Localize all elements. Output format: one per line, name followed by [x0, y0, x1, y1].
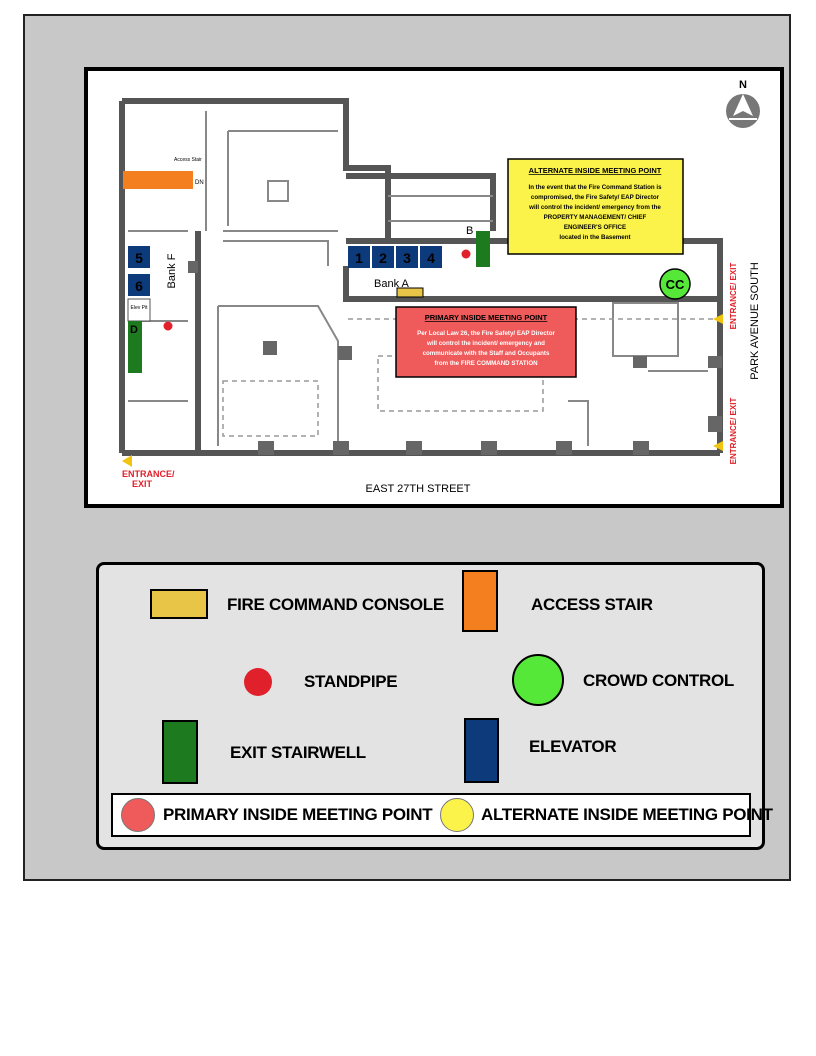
elevator-6-label: 6 [135, 278, 143, 294]
alternate-box-line-1: In the event that the Fire Command Stati… [528, 184, 662, 191]
legend-alternate-meeting-swatch [440, 798, 474, 832]
legend-crowd-control-swatch [512, 654, 564, 706]
legend-primary-meeting-label: PRIMARY INSIDE MEETING POINT [163, 805, 433, 824]
primary-box-line-2: will control the incident/ emergency and [426, 340, 545, 347]
elevator-2-label: 2 [379, 250, 387, 266]
legend-elevator-label: ELEVATOR [529, 737, 617, 756]
standpipe-stair-b [461, 249, 471, 259]
elevator-5-label: 5 [135, 250, 143, 266]
access-stair-label: Access Stair [174, 157, 202, 163]
dn-label-access: DN [195, 180, 204, 186]
legend-standpipe-label: STANDPIPE [304, 672, 398, 691]
alternate-box-line-2: compromised, the Fire Safety/ EAP Direct… [531, 194, 660, 201]
alternate-box-line-5: ENGINEER'S OFFICE [564, 224, 626, 231]
legend-primary-meeting-swatch [121, 798, 155, 832]
evacuation-plan-panel: N Access Stair DN 1 2 3 4 Bank A [23, 14, 791, 881]
entrance-arrow-icon [122, 455, 132, 467]
street-right-label: PARK AVENUE SOUTH [749, 262, 761, 380]
entrance-arrow-icon [713, 314, 723, 324]
elevator-3 [396, 246, 418, 268]
building-walls [119, 98, 723, 456]
standpipe-bank-f [163, 321, 173, 331]
interior-walls [128, 111, 708, 446]
access-stair [123, 171, 193, 189]
legend-alternate-meeting-label: ALTERNATE INSIDE MEETING POINT [481, 805, 773, 824]
entrance-arrow-icon [713, 441, 723, 451]
primary-meeting-box: PRIMARY INSIDE MEETING POINT Per Local L… [395, 306, 577, 378]
elevator-bank-a: 1 2 3 4 [348, 246, 442, 268]
elevator-4-label: 4 [427, 250, 435, 266]
fire-command-console [396, 287, 424, 298]
meeting-points-legend: PRIMARY INSIDE MEETING POINT ALTERNATE I… [111, 793, 773, 837]
columns [188, 261, 722, 455]
legend-panel: FIRE COMMAND CONSOLE ACCESS STAIR STANDP… [96, 562, 773, 850]
alternate-meeting-box: ALTERNATE INSIDE MEETING POINT In the ev… [507, 158, 684, 255]
entrance-sw-line-2: EXIT [132, 479, 153, 489]
north-label: N [739, 79, 747, 91]
entrance-sw-line-1: ENTRANCE/ [122, 469, 175, 479]
alternate-box-line-3: will control the incident/ emergency fro… [528, 204, 661, 211]
elevator-3-label: 3 [403, 250, 411, 266]
alternate-box-line-6: located in the Basement [559, 234, 630, 241]
crowd-control-label: CC [666, 277, 685, 292]
elevator-5 [128, 246, 150, 268]
entrance-se-label: ENTRANCE/ EXIT [729, 398, 738, 465]
legend-fire-command-label: FIRE COMMAND CONSOLE [227, 595, 444, 614]
alternate-box-title: ALTERNATE INSIDE MEETING POINT [529, 166, 662, 175]
elevator-bank-f: 5 6 Elev Pit [127, 246, 151, 322]
legend-exit-stairwell-label: EXIT STAIRWELL [230, 743, 366, 762]
primary-box-title: PRIMARY INSIDE MEETING POINT [425, 313, 548, 322]
exit-stairwell-b [476, 231, 490, 267]
legend-fire-command-swatch [150, 589, 208, 619]
legend-standpipe-swatch [244, 668, 272, 696]
stair-d-label: D [130, 324, 138, 336]
alternate-box-line-4: PROPERTY MANAGEMENT/ CHIEF [544, 214, 647, 221]
elevator-4 [420, 246, 442, 268]
crowd-control-marker [659, 268, 691, 300]
legend-access-stair-label: ACCESS STAIR [531, 595, 653, 614]
elevator-2 [372, 246, 394, 268]
legend-exit-stairwell-swatch [162, 720, 198, 784]
entrance-ne-label: ENTRANCE/ EXIT [729, 263, 738, 330]
exit-stairwell-d [128, 321, 142, 373]
street-bottom-label: EAST 27TH STREET [366, 483, 471, 495]
primary-box-line-3: communicate with the Staff and Occupants [423, 350, 550, 357]
primary-box-line-4: from the FIRE COMMAND STATION [434, 360, 538, 367]
bank-f-label: Bank F [166, 253, 178, 288]
stair-b-label: B [466, 225, 473, 237]
legend-access-stair-swatch [462, 570, 498, 632]
legend-crowd-control-label: CROWD CONTROL [583, 671, 734, 690]
bank-a-label: Bank A [374, 278, 410, 290]
floor-plan-map: N Access Stair DN 1 2 3 4 Bank A [84, 67, 784, 508]
primary-box-line-1: Per Local Law 26, the Fire Safety/ EAP D… [417, 330, 555, 337]
elevator-pit-label: Elev Pit [131, 305, 149, 311]
floor-plan-svg: N Access Stair DN 1 2 3 4 Bank A [119, 79, 761, 495]
elevator-6 [128, 274, 150, 296]
elevator-1 [348, 246, 370, 268]
north-arrow-icon: N [726, 79, 760, 128]
elevator-1-label: 1 [355, 250, 363, 266]
legend-elevator-swatch [464, 718, 499, 783]
